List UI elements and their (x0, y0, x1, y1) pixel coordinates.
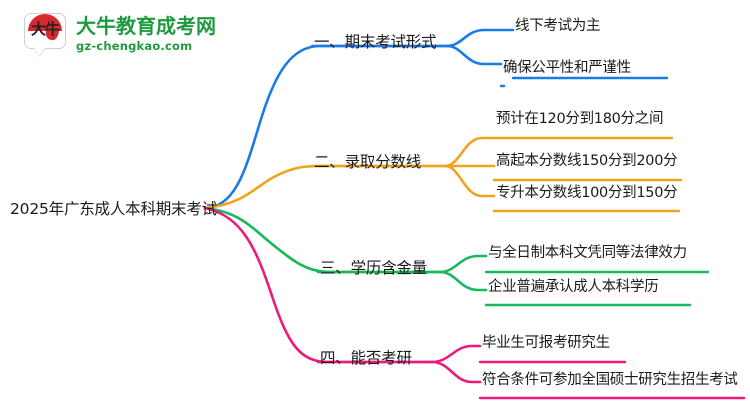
mindmap-root-node[interactable]: 2025年广东成人本科期末考试 (10, 200, 217, 218)
connector-branch-2-to-leaf-1 (443, 136, 496, 168)
logo-mark-text: 大牛 (30, 20, 60, 38)
mindmap-branch-1-label[interactable]: 一、期末考试形式 (314, 33, 437, 51)
connector-branch-2-to-leaf-3 (443, 164, 496, 198)
mindmap-leaf-1-2-label[interactable]: 确保公平性和严谨性 (503, 60, 631, 76)
mindmap-leaf-3-2-label[interactable]: 企业普遍承认成人本科学历 (488, 279, 659, 295)
mindmap-leaf-1-1-label[interactable]: 线下考试为主 (515, 18, 601, 34)
mindmap-leaf-3-1-label[interactable]: 与全日制本科文凭同等法律效力 (488, 245, 687, 261)
mindmap-leaf-2-3-label[interactable]: 专升本分数线100分到150分 (496, 185, 678, 201)
mindmap-leaf-4-1-label[interactable]: 毕业生可报考研究生 (482, 335, 610, 351)
logo-text-block: 大牛教育成考网 gz-chengkao.com (76, 15, 216, 53)
connector-root-to-branch-4 (203, 206, 434, 364)
logo-title: 大牛教育成考网 (76, 14, 216, 38)
mindmap-leaf-4-2-label[interactable]: 符合条件可参加全国硕士研究生招生考试 (482, 372, 738, 388)
site-logo: 大牛 大牛教育成考网 gz-chengkao.com (22, 8, 216, 60)
connector-branch-3-to-leaf-1 (438, 254, 488, 274)
mindmap-branch-4-label[interactable]: 四、能否考研 (320, 349, 412, 367)
mindmap-leaf-2-1-label[interactable]: 预计在120分到180分之间 (496, 111, 664, 127)
speech-bubble-tail (34, 47, 46, 56)
connector-branch-4-to-leaf-1 (430, 344, 482, 364)
mindmap-leaf-2-2-label[interactable]: 高起本分数线150分到200分 (496, 153, 678, 169)
logo-subtitle-url: gz-chengkao.com (76, 39, 193, 53)
connector-root-to-branch-2 (203, 164, 447, 210)
connector-branch-1-to-leaf-2 (445, 44, 503, 66)
logo-mark-icon: 大牛 (22, 11, 70, 57)
mindmap-branch-3-label[interactable]: 三、学历含金量 (320, 259, 428, 277)
connector-branch-1-to-leaf-1 (445, 28, 515, 48)
mindmap-branch-2-label[interactable]: 二、录取分数线 (314, 153, 422, 171)
connector-branch-4-to-leaf-2 (430, 360, 482, 384)
connector-branch-3-to-leaf-2 (438, 270, 488, 292)
connector-root-to-branch-1 (203, 44, 449, 210)
